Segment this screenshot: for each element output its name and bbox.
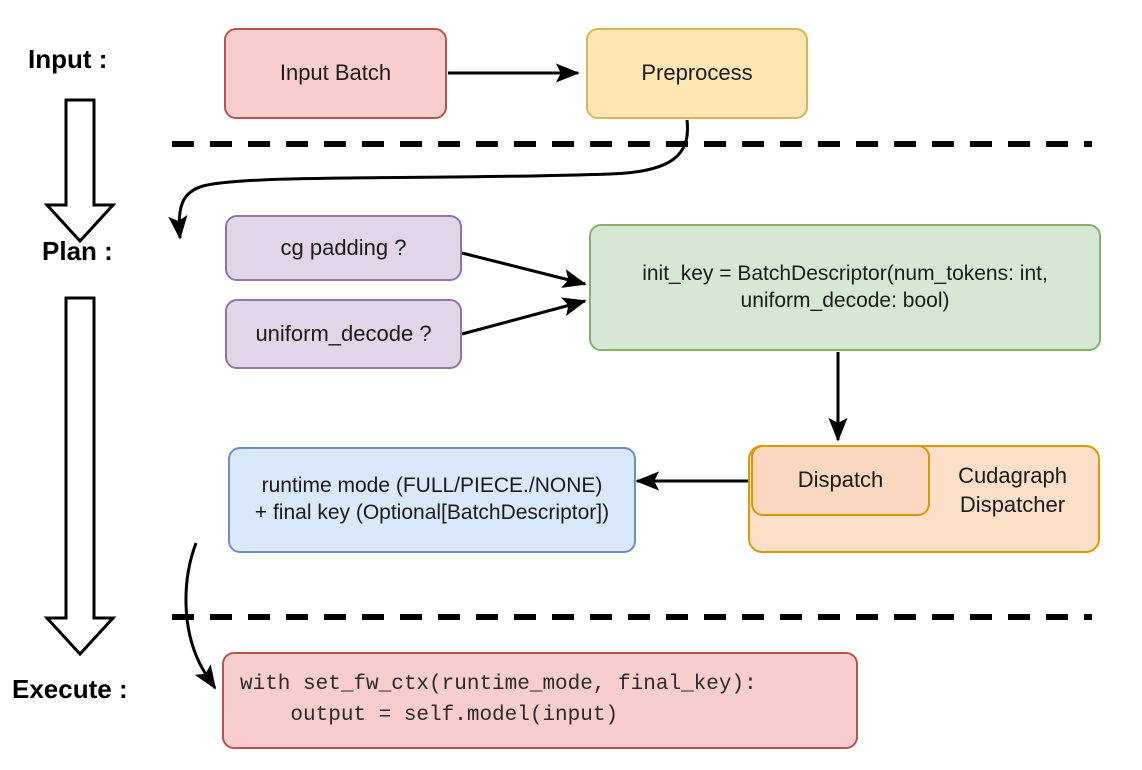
stage-label-execute: Execute :: [12, 674, 128, 704]
node-preprocess[interactable]: Preprocess: [586, 28, 808, 119]
node-execute-code-line-1: with set_fw_ctx(runtime_mode, final_key)…: [240, 673, 757, 697]
input-to-plan-arrow: [43, 98, 117, 244]
node-runtime-mode[interactable]: runtime mode (FULL/PIECE./NONE) + final …: [228, 447, 636, 553]
node-cudagraph-dispatcher-label: Cudagraph Dispatcher: [930, 462, 1095, 519]
node-cudagraph-dispatcher-line-1: Cudagraph: [958, 463, 1067, 488]
stage-label-input: Input :: [28, 44, 108, 74]
node-init-key-line-2: uniform_decode: bool): [740, 288, 950, 312]
node-dispatch[interactable]: Dispatch: [751, 445, 930, 516]
node-input-batch-label: Input Batch: [279, 60, 392, 86]
stage-label-plan: Plan :: [42, 236, 113, 266]
node-uniform-decode-label: uniform_decode ?: [255, 320, 432, 346]
node-execute-code[interactable]: with set_fw_ctx(runtime_mode, final_key)…: [222, 652, 858, 749]
node-dispatch-label: Dispatch: [797, 467, 884, 493]
node-execute-code-line-2: output = self.model(input): [240, 703, 619, 727]
edge-preprocess-to-cg-padding: [168, 119, 690, 240]
node-input-batch[interactable]: Input Batch: [224, 28, 447, 119]
node-init-key-line-1: init_key = BatchDescriptor(num_tokens: i…: [642, 261, 1048, 285]
edge-uniform-decode-to-init-key: [461, 297, 587, 336]
node-preprocess-label: Preprocess: [641, 60, 753, 86]
node-uniform-decode[interactable]: uniform_decode ?: [225, 299, 462, 369]
node-cg-padding-label: cg padding ?: [280, 234, 407, 260]
node-runtime-mode-line-1: runtime mode (FULL/PIECE./NONE): [261, 474, 603, 498]
edge-cg-padding-to-init-key: [461, 251, 587, 288]
node-runtime-mode-line-2: + final key (Optional[BatchDescriptor]): [254, 501, 610, 524]
node-cudagraph-dispatcher-line-2: Dispatcher: [959, 491, 1066, 517]
edge-runtime-mode-to-execute-code: [184, 542, 217, 690]
plan-to-execute-arrow: [43, 296, 117, 657]
node-cg-padding[interactable]: cg padding ?: [225, 215, 462, 281]
node-init-key[interactable]: init_key = BatchDescriptor(num_tokens: i…: [589, 224, 1101, 351]
